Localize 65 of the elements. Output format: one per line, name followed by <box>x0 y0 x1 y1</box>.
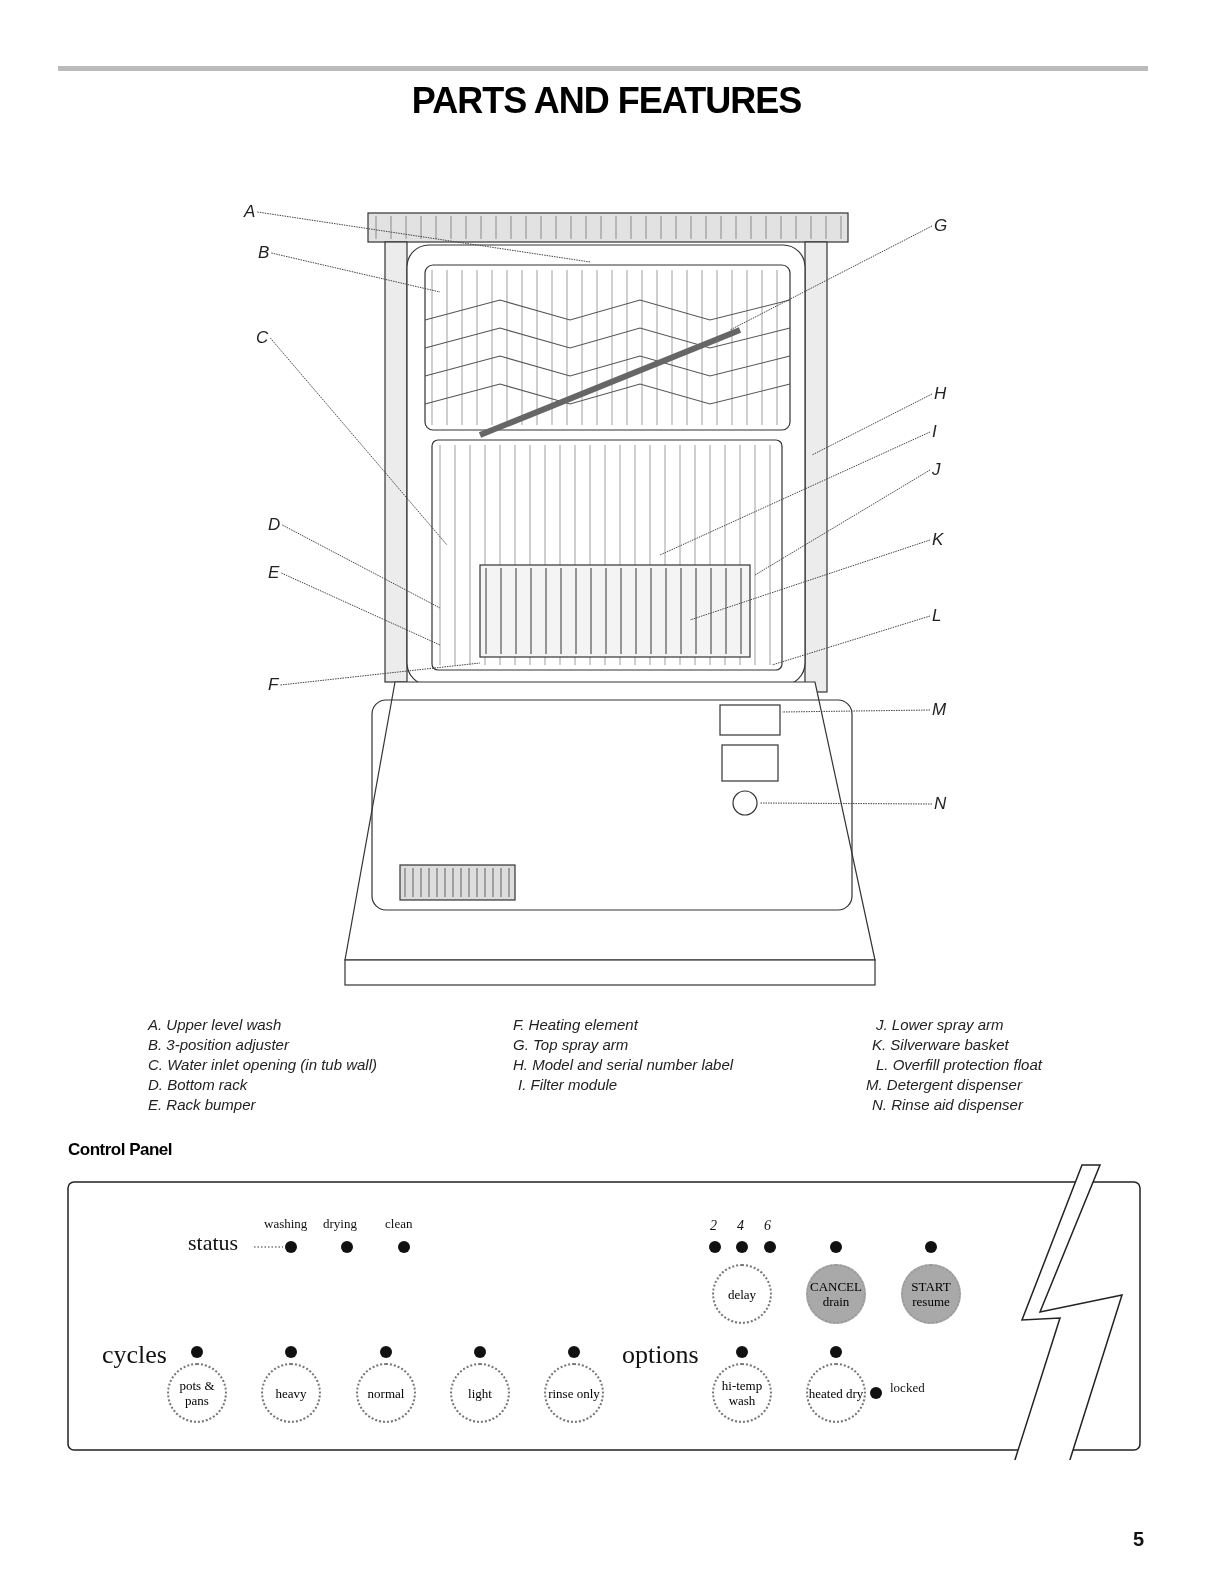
legend-item: C. Water inlet opening (in tub wall) <box>148 1056 377 1073</box>
section-heading: Control Panel <box>68 1140 172 1160</box>
callout-letter: B <box>258 244 270 262</box>
callout-letter: H <box>934 385 947 403</box>
callout-letter: J <box>932 461 941 479</box>
callout-letter: I <box>932 423 937 441</box>
indicator-label: drying <box>323 1216 357 1232</box>
leader-line <box>270 252 441 293</box>
control-button: START resume <box>901 1264 961 1324</box>
page-number: 5 <box>1133 1528 1145 1551</box>
leader-line <box>269 337 448 546</box>
legend-item: A. Upper level wash <box>148 1016 282 1033</box>
legend-item: J. Lower spray arm <box>876 1016 1004 1033</box>
leader-line <box>689 539 931 621</box>
leader-line <box>781 709 931 713</box>
indicator-label: 6 <box>764 1218 771 1234</box>
leader-line <box>256 211 591 263</box>
callout-letter: D <box>268 516 281 534</box>
control-button: normal <box>356 1363 416 1423</box>
indicator-label: washing <box>264 1216 308 1232</box>
control-button: hi-temp wash <box>712 1363 772 1423</box>
legend-item: K. Silverware basket <box>872 1036 1009 1053</box>
indicator-label: clean <box>385 1216 413 1232</box>
control-button: CANCEL drain <box>806 1264 866 1324</box>
callout-letter: F <box>268 676 279 694</box>
leader-line <box>659 431 931 556</box>
leader-line <box>754 469 931 576</box>
legend-item: D. Bottom rack <box>148 1076 248 1093</box>
leader-line <box>771 615 931 666</box>
callout-letter: G <box>934 217 948 235</box>
leader-line <box>759 802 933 805</box>
leader-line <box>281 524 441 609</box>
legend-item: H. Model and serial number label <box>513 1056 734 1073</box>
leader-line <box>811 393 933 456</box>
control-button: rinse only <box>544 1363 604 1423</box>
legend-item: B. 3-position adjuster <box>148 1036 289 1053</box>
panel-label: status <box>188 1230 239 1256</box>
callout-letter: L <box>932 607 942 625</box>
callout-letter: N <box>934 795 947 813</box>
callout-letter: A <box>244 203 256 221</box>
legend-item: L. Overfill protection float <box>876 1056 1042 1073</box>
indicator-label: 2 <box>710 1218 717 1234</box>
control-button: heated dry <box>806 1363 866 1423</box>
control-button: pots & pans <box>167 1363 227 1423</box>
legend-item: N. Rinse aid dispenser <box>872 1096 1023 1113</box>
legend-item: G. Top spray arm <box>513 1036 629 1053</box>
callout-letter: C <box>256 329 269 347</box>
panel-label: cycles <box>102 1340 167 1370</box>
panel-label: options <box>622 1340 699 1370</box>
leader-line <box>279 662 481 686</box>
control-button: light <box>450 1363 510 1423</box>
control-button: delay <box>712 1264 772 1324</box>
callout-letter: E <box>268 564 280 582</box>
callout-letter: K <box>932 531 944 549</box>
page-title: PARTS AND FEATURES <box>410 80 803 122</box>
callout-letter: M <box>932 701 947 719</box>
legend-item: I. Filter module <box>518 1076 618 1093</box>
leader-line <box>729 225 933 331</box>
control-button: heavy <box>261 1363 321 1423</box>
legend-item: F. Heating element <box>513 1016 638 1033</box>
legend-item: M. Detergent dispenser <box>866 1076 1022 1093</box>
leader-line <box>280 572 441 646</box>
indicator-label: locked <box>890 1380 925 1396</box>
indicator-label: 4 <box>737 1218 744 1234</box>
legend-item: E. Rack bumper <box>148 1096 256 1113</box>
